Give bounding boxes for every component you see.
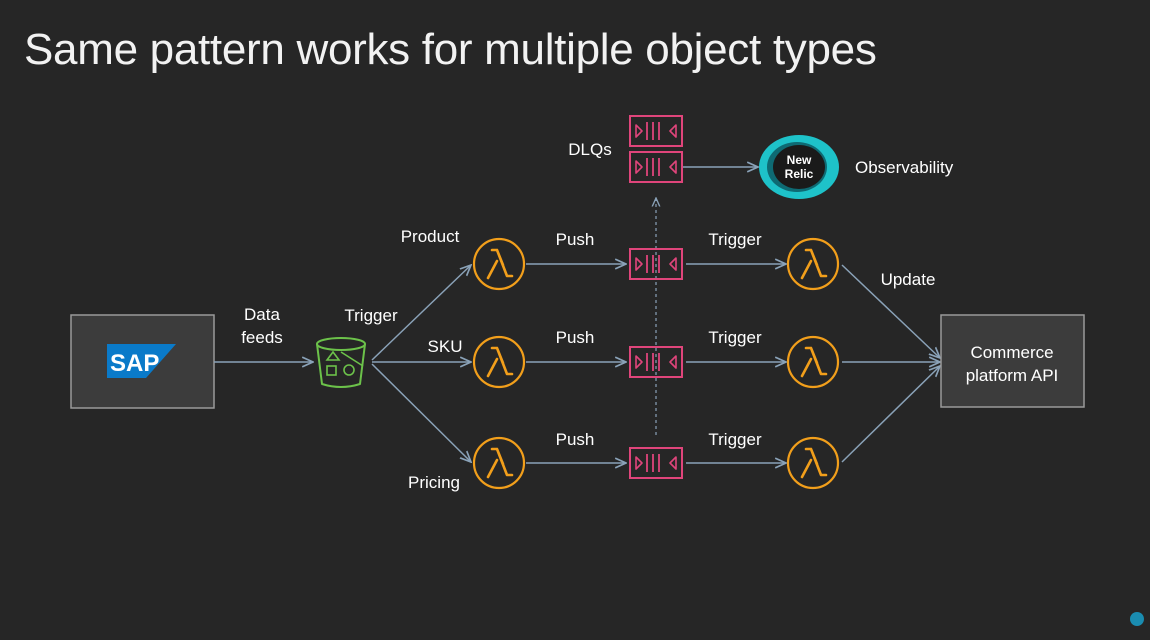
lambda-icon <box>786 436 840 490</box>
lambda-icon <box>786 237 840 291</box>
arrow-bucket-to-pricing <box>371 363 471 462</box>
label-data-feeds-1: Data <box>244 305 280 324</box>
sqs-queue-icon <box>629 447 683 479</box>
arrow-bucket-to-product <box>371 265 471 361</box>
new-relic-logo: New Relic <box>759 135 839 199</box>
lambda-icon <box>472 436 526 490</box>
label-observability: Observability <box>855 158 954 177</box>
sap-logo: SAP <box>107 344 176 378</box>
arrow-update-product <box>841 264 940 358</box>
label-update: Update <box>881 270 936 289</box>
label-trigger-1: Trigger <box>708 230 762 249</box>
label-push-1: Push <box>556 230 595 249</box>
svg-text:Relic: Relic <box>785 167 814 181</box>
label-push-2: Push <box>556 328 595 347</box>
svg-text:New: New <box>787 153 812 167</box>
commerce-api-box: Commerce platform API <box>940 314 1085 408</box>
label-pricing: Pricing <box>408 473 460 492</box>
sap-source-box: SAP <box>70 314 215 409</box>
lambda-icon <box>472 335 526 389</box>
label-trigger-2: Trigger <box>708 328 762 347</box>
dlq-queue-icon <box>629 115 683 147</box>
lambda-icon <box>786 335 840 389</box>
corner-indicator <box>1130 612 1144 626</box>
svg-text:SAP: SAP <box>110 350 159 377</box>
label-dlqs: DLQs <box>568 140 611 159</box>
svg-text:platform API: platform API <box>966 366 1059 385</box>
arrow-update-pricing <box>841 366 940 463</box>
s3-bucket-icon <box>316 337 366 388</box>
label-trigger-bucket: Trigger <box>344 306 398 325</box>
lambda-icon <box>472 237 526 291</box>
label-product: Product <box>401 227 460 246</box>
slide-title: Same pattern works for multiple object t… <box>24 25 877 74</box>
label-sku: SKU <box>428 337 463 356</box>
label-trigger-3: Trigger <box>708 430 762 449</box>
label-push-3: Push <box>556 430 595 449</box>
svg-text:Commerce: Commerce <box>970 343 1053 362</box>
dlq-queue-icon <box>629 151 683 183</box>
label-data-feeds-2: feeds <box>241 328 283 347</box>
